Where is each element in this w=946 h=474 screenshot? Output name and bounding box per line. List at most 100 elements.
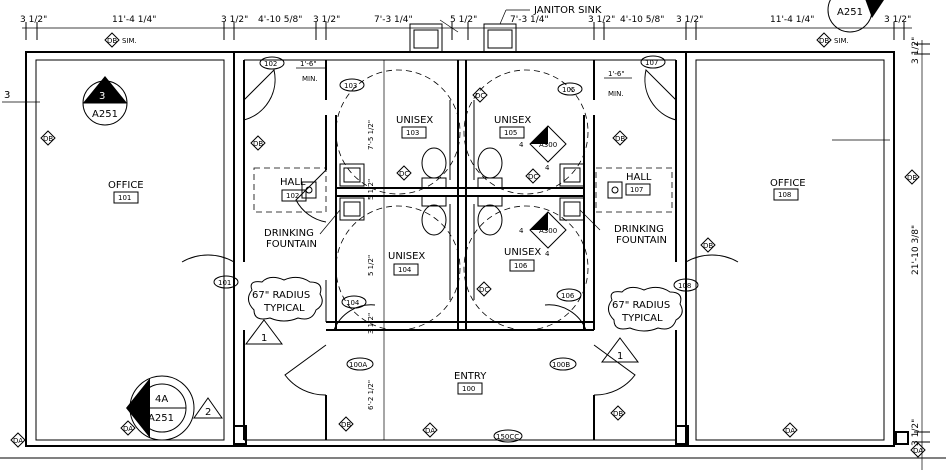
- elevation-upper-sheet: A300: [539, 141, 557, 149]
- room-name-office-left: OFFICE: [108, 180, 144, 191]
- dim-stall-top: 7'-5 1/2": [367, 120, 375, 150]
- dim-top-7: 5 1/2": [450, 15, 477, 25]
- sim-note-left: SIM.: [122, 37, 137, 45]
- wall-tag-da-office-right: DA: [785, 427, 795, 435]
- dim-top-5: 3 1/2": [313, 15, 340, 25]
- dim-stall-low: 5 1/2": [367, 255, 375, 276]
- dim-right-bottom: 3 1/2": [911, 419, 921, 446]
- door-swings: [181, 69, 739, 396]
- fixtures: [301, 23, 623, 300]
- dim-entry: 6'-2 1/2": [367, 380, 375, 410]
- walls: [25, 51, 909, 447]
- lav-104: [339, 197, 365, 221]
- door-tag-101: 101: [218, 279, 231, 287]
- detail-4a-sheet: A251: [148, 413, 174, 424]
- wall-tag-dc-left: DC: [399, 170, 409, 178]
- room-name-entry: ENTRY: [454, 371, 487, 382]
- dim-top-2: 11'-4 1/4": [112, 15, 156, 25]
- room-name-unisex-106: UNISEX: [504, 247, 541, 258]
- radius-note-left-line2: TYPICAL: [263, 303, 305, 314]
- wall-tag-da-corner-left: DA: [13, 437, 23, 445]
- dim-top-6: 7'-3 1/4": [374, 15, 413, 25]
- wall-tag-db-hall-left: DB: [253, 140, 263, 148]
- door-tag-105: 105: [562, 86, 575, 94]
- section-left-sheet: A251: [92, 109, 118, 120]
- dim-top-13: 3 1/2": [884, 15, 911, 25]
- detail-callout-4a: 4A A251: [126, 375, 195, 441]
- dim-right-mid: 21'-10 3/8": [911, 225, 921, 275]
- door-tag-103: 103: [344, 82, 357, 90]
- door-tag-106: 106: [561, 292, 575, 300]
- leader-lines: [2, 9, 890, 440]
- room-number-unisex-104: 104: [398, 266, 412, 274]
- dim-top-11: 3 1/2": [676, 15, 703, 25]
- drinking-fountain-left-line1: DRINKING: [264, 228, 314, 239]
- dim-top-9: 3 1/2": [588, 15, 615, 25]
- section-callout-left: 3 A251 3: [4, 76, 128, 126]
- callouts: 3 A251 3 A251 4A A251 A300 4 4: [4, 0, 884, 441]
- wall-tag-db-entry-right: DB: [613, 410, 623, 418]
- janitor-sink-left: [409, 23, 443, 53]
- lav-103: [339, 163, 365, 187]
- wall-tag-dc-right: DC: [528, 173, 538, 181]
- toilet-103: [421, 147, 447, 189]
- wall-tag-dc-top: DC: [475, 92, 485, 100]
- door-tag-100a: 100A: [349, 361, 367, 369]
- dim-top-1: 3 1/2": [20, 15, 47, 25]
- elevation-lower-sheet: A300: [539, 227, 557, 235]
- min-label-left: MIN.: [302, 75, 318, 83]
- room-name-unisex-103: UNISEX: [396, 115, 433, 126]
- door-tags: 102 103 105 107 101 108 104 106 100A 100…: [213, 55, 699, 443]
- toilet-106: [477, 195, 503, 236]
- elevation-upper-left-num: 4: [519, 141, 524, 149]
- janitor-sink-note: JANITOR SINK: [533, 5, 602, 16]
- room-number-entry: 100: [462, 385, 475, 393]
- toilet-105: [477, 147, 503, 189]
- right-dimension-string: 3 1/2" 21'-10 3/8" 3 1/2": [911, 37, 930, 470]
- toilet-104: [421, 195, 447, 236]
- room-number-unisex-106: 106: [514, 262, 528, 270]
- dim-entry-small: 3 1/2": [367, 313, 375, 334]
- wall-tag-dc-bottom: DC: [479, 286, 489, 294]
- dim-stall-mid: 5 1/2": [367, 179, 375, 200]
- section-left-number: 3: [99, 91, 105, 102]
- turning-circles: [253, 69, 673, 331]
- room-name-hall-right: HALL: [626, 172, 652, 183]
- min-label-right: MIN.: [608, 90, 624, 98]
- dim-right-top: 3 1/2": [911, 37, 921, 64]
- room-number-office-left: 101: [118, 194, 131, 202]
- revision-2-number: 2: [205, 407, 211, 418]
- radius-note-right-line2: TYPICAL: [621, 313, 663, 324]
- room-number-hall-left: 102: [286, 192, 299, 200]
- room-name-unisex-105: UNISEX: [494, 115, 531, 126]
- small-dimensions: 1'-6" MIN. 1'-6" MIN. 7'-5 1/2" 5 1/2" 5…: [296, 60, 632, 410]
- revision-triangle-2: 2: [193, 397, 223, 419]
- door-tag-107: 107: [645, 59, 658, 67]
- room-number-unisex-105: 105: [504, 129, 517, 137]
- room-name-unisex-104: UNISEX: [388, 251, 425, 262]
- radius-note-left-line1: 67" RADIUS: [252, 290, 310, 301]
- revision-triangle-1a: 1: [245, 319, 283, 345]
- door-tag-100b: 100B: [552, 361, 570, 369]
- lav-105: [559, 163, 585, 187]
- elevation-lower-left-num: 4: [519, 227, 524, 235]
- drinking-fountain-right-line1: DRINKING: [614, 224, 664, 235]
- drinking-fountain-right-line2: FOUNTAIN: [616, 235, 667, 246]
- door-tag-108: 108: [678, 282, 691, 290]
- wall-tag-db-left: DB: [43, 135, 53, 143]
- dim-top-3: 3 1/2": [221, 15, 248, 25]
- room-name-office-right: OFFICE: [770, 178, 806, 189]
- wall-tag-db-entry-left: DB: [341, 421, 351, 429]
- wall-tag-da-corner-right: DA: [913, 447, 923, 455]
- dim-min-right: 1'-6": [608, 70, 625, 78]
- wall-type-tags: DB SIM. DB SIM. DB DB DB DB DB DC DC DC …: [10, 32, 926, 458]
- elevation-upper-bottom-num: 4: [545, 164, 550, 172]
- detail-4a-number: 4A: [155, 394, 168, 405]
- wall-tag-da-entry: DA: [425, 427, 435, 435]
- drinking-fountain-left-line2: FOUNTAIN: [266, 239, 317, 250]
- section-top-right-sheet: A251: [837, 7, 863, 18]
- grid-label-3: 3: [4, 90, 10, 101]
- room-number-office-right: 108: [778, 191, 791, 199]
- room-name-hall-left: HALL: [280, 177, 306, 188]
